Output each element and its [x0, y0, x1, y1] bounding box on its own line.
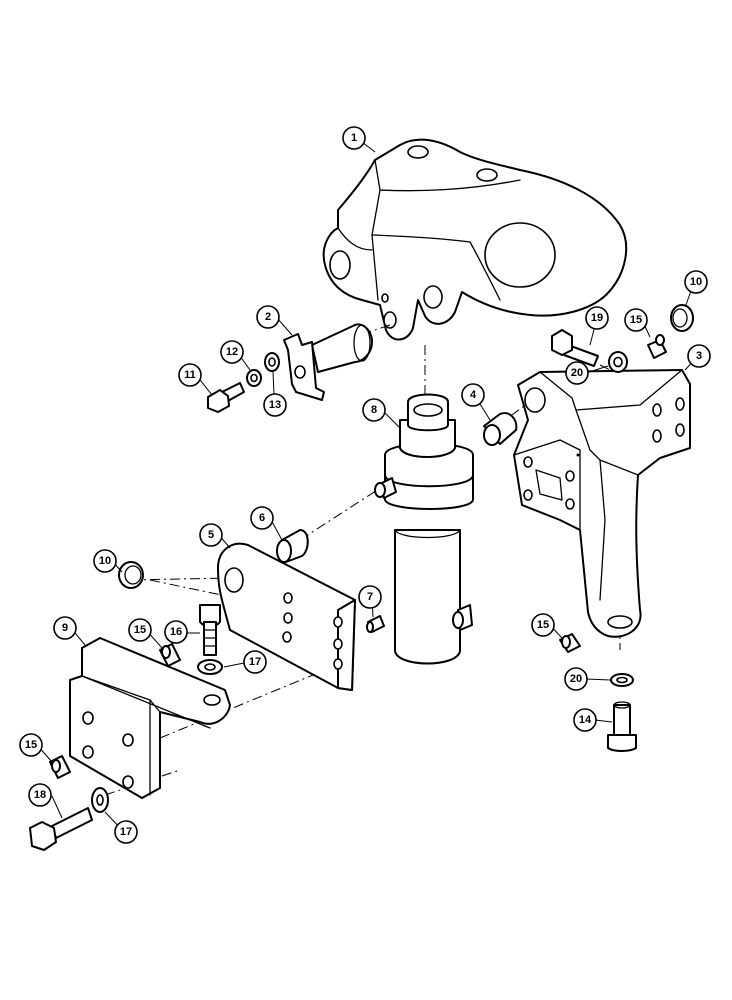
svg-text:9: 9 [62, 622, 68, 634]
callout-5: 5 [199, 523, 223, 547]
callout-17-mid: 17 [243, 650, 267, 674]
svg-text:20: 20 [570, 673, 582, 685]
callout-15-lower-right: 15 [531, 613, 555, 637]
svg-text:15: 15 [25, 739, 37, 751]
part-13-spacer [264, 352, 280, 372]
part-18-bolt [29, 807, 93, 851]
part-15-grease-fitting-upper [647, 334, 667, 359]
svg-text:17: 17 [249, 656, 261, 668]
svg-text:1: 1 [351, 132, 357, 144]
svg-text:8: 8 [371, 404, 377, 416]
part-7-dowel [366, 615, 385, 633]
part-5-mounting-plate [217, 542, 356, 691]
svg-text:16: 16 [170, 626, 182, 638]
callout-11: 11 [178, 363, 202, 387]
callout-6: 6 [250, 506, 274, 530]
part-20-washer-upper [608, 351, 628, 373]
leader-lines [37, 141, 699, 833]
part-19-bolt [551, 329, 599, 367]
callout-18: 18 [28, 783, 52, 807]
callout-9: 9 [53, 616, 77, 640]
part-14-bolt [607, 701, 637, 752]
svg-text:4: 4 [470, 389, 477, 401]
svg-text:6: 6 [259, 512, 265, 524]
part-6-bushing [276, 529, 309, 563]
callout-15-upper-right: 15 [624, 308, 648, 332]
callout-20-lower: 20 [564, 667, 588, 691]
callout-8: 8 [362, 398, 386, 422]
part-4-bushing [483, 412, 518, 446]
svg-text:20: 20 [571, 367, 583, 379]
callout-15-lower-left: 15 [19, 733, 43, 757]
part-15-grease-fitting-lower-left [49, 755, 71, 779]
part-2-pivot-pin [283, 323, 373, 401]
svg-text:15: 15 [630, 314, 642, 326]
callout-10-left: 10 [93, 549, 117, 573]
svg-text:15: 15 [134, 624, 146, 636]
callout-12: 12 [220, 340, 244, 364]
svg-text:13: 13 [269, 399, 281, 411]
callout-2: 2 [256, 305, 280, 329]
part-10-cap-upper [670, 304, 694, 332]
part-20-washer-lower [610, 673, 634, 687]
svg-text:10: 10 [99, 555, 111, 567]
part-16-bolt [199, 604, 221, 656]
callout-10-right: 10 [684, 270, 708, 294]
svg-text:10: 10 [690, 276, 702, 288]
part-1-lift-arm-casting [322, 138, 628, 341]
callout-19: 19 [585, 306, 609, 330]
part-10-cap-left [118, 561, 144, 589]
svg-text:3: 3 [696, 350, 702, 362]
callout-13: 13 [263, 393, 287, 417]
svg-text:12: 12 [226, 346, 238, 358]
svg-text:5: 5 [208, 529, 214, 541]
svg-text:15: 15 [537, 619, 549, 631]
svg-text:17: 17 [120, 826, 132, 838]
part-8-hydraulic-cylinder [374, 393, 474, 665]
svg-text:11: 11 [184, 369, 196, 381]
part-3-cylinder-anchor-bracket [513, 369, 691, 638]
part-15-grease-fitting-lower-right [559, 633, 581, 653]
svg-text:19: 19 [591, 312, 603, 324]
callout-1: 1 [342, 126, 366, 150]
callout-7: 7 [358, 585, 382, 609]
callout-3: 3 [687, 344, 711, 368]
svg-text:14: 14 [579, 714, 592, 726]
callout-17-lower: 17 [114, 820, 138, 844]
svg-text:18: 18 [34, 789, 46, 801]
callout-14: 14 [573, 708, 597, 732]
part-12-washer [246, 369, 262, 387]
part-9-support-bracket [69, 637, 231, 799]
callout-15-mid: 15 [128, 618, 152, 642]
part-15-grease-fitting-mid [159, 643, 181, 667]
callout-16: 16 [164, 620, 188, 644]
part-17-washer-lower [91, 787, 109, 813]
svg-text:2: 2 [265, 311, 271, 323]
part-17-washer-mid [197, 659, 223, 675]
callout-20-upper: 20 [565, 361, 589, 385]
part-11-bolt [207, 382, 245, 413]
svg-text:7: 7 [367, 591, 373, 603]
callout-4: 4 [461, 383, 485, 407]
